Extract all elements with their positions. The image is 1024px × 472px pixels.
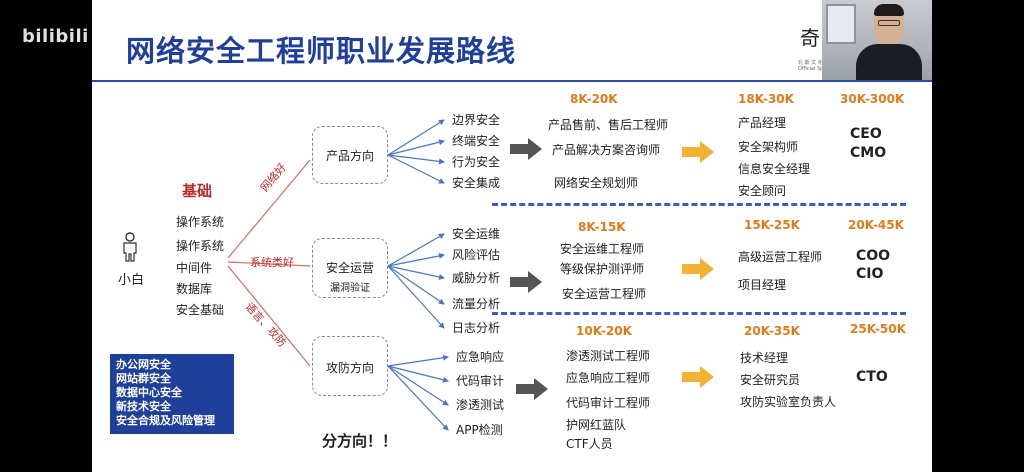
title-divider [92,80,932,82]
skill-item: 安全集成 [452,176,501,190]
branch-line-product [227,159,311,259]
branch-line-attack [227,265,311,367]
exec-salary: 25K-50K [850,322,906,336]
logo-subtitle-line-1: 北 斯 文 化 [798,60,823,66]
skill-item: 渗透测试 [456,398,505,412]
exec-role: CTO [856,369,888,385]
junior-role: CTF人员 [566,437,613,451]
senior-role: 技术经理 [740,351,789,365]
exec-role: COO [856,248,891,264]
senior-role: 攻防实验室负责人 [740,395,837,409]
skill-item: 应急响应 [456,350,505,364]
junior-role: 产品售前、售后工程师 [548,118,669,132]
dark-arrow-icon [510,138,542,160]
exec-salary: 20K-45K [848,218,904,232]
branch-label-system: 系统类好 [250,256,294,269]
base-item: 操作系统 [176,215,225,229]
skill-item: 风险评估 [452,248,501,262]
fan-attack [387,354,449,431]
senior-role: 安全架构师 [738,140,799,154]
fan-ops [387,233,445,329]
junior-role: 应急响应工程师 [566,371,651,385]
gold-arrow-icon [682,141,714,163]
domain-item: 办公网安全 [116,358,171,371]
senior-role: 产品经理 [738,116,787,130]
section-divider [492,312,906,315]
senior-role: 高级运营工程师 [738,250,823,264]
senior-salary: 18K-30K [738,92,794,106]
base-item: 中间件 [176,261,213,275]
junior-role: 等级保护测评师 [560,262,645,276]
conclusion-text: 分方向！！ [322,432,398,450]
start-label: 小白 [118,273,145,288]
junior-role: 安全运维工程师 [560,242,645,256]
skill-item: 边界安全 [452,113,501,127]
junior-role: 代码审计工程师 [566,396,651,410]
section-divider [492,203,906,206]
junior-role: 护网红蓝队 [566,418,627,432]
skill-item: 日志分析 [452,321,501,335]
junior-role: 产品解决方案咨询师 [552,143,661,157]
branch-line-ops [227,261,311,267]
domain-item: 网站群安全 [116,372,171,385]
junior-salary: 8K-20K [570,92,618,106]
junior-role: 网络安全规划师 [554,176,639,190]
skill-item: APP检测 [456,423,503,437]
senior-role: 信息安全经理 [738,162,811,176]
slide-title: 网络安全工程师职业发展路线 [126,34,517,68]
title-band: 网络安全工程师职业发展路线 奇 北 斯 文 化 Official Spons [92,0,932,80]
skill-item: 行为安全 [452,155,501,169]
senior-salary: 15K-25K [744,218,800,232]
senior-salary: 20K-35K [744,324,800,338]
person-icon [123,232,137,262]
fan-product [387,119,445,184]
logo-subtitle-line-2: Official Spons [798,66,833,72]
junior-salary: 8K-15K [578,220,626,234]
skill-item: 安全运维 [452,227,501,241]
watermark-brand: bilibili [22,26,89,47]
webcam-presenter-glasses [878,20,900,26]
direction-box-ops: 安全运营 漏洞验证 [312,238,388,298]
webcam-presenter-hair [874,4,904,16]
skill-item: 终端安全 [452,134,501,148]
junior-salary: 10K-20K [576,324,632,338]
direction-box-attack: 攻防方向 [312,336,388,396]
logo-subtitle: 北 斯 文 化 Official Spons [798,60,832,72]
direction-label: 产品方向 [325,149,374,163]
senior-role: 项目经理 [738,278,787,292]
skill-item: 流量分析 [452,297,501,311]
direction-box-product: 产品方向 [312,126,388,184]
senior-role: 安全研究员 [740,373,801,387]
gold-arrow-icon [682,258,714,280]
senior-role: 安全顾问 [738,184,787,198]
junior-role: 渗透测试工程师 [566,349,651,363]
gold-arrow-icon [682,366,714,388]
webcam-overlay [822,0,932,80]
dark-arrow-icon [516,378,548,400]
connector-lines [227,119,449,431]
direction-sublabel: 漏洞验证 [330,283,370,294]
skill-item: 威胁分析 [452,271,501,285]
webcam-presenter-body [856,44,922,80]
base-item: 操作系统 [176,239,225,253]
base-title: 基础 [182,182,213,200]
exec-role: CEO [850,126,882,142]
webcam-background-window [826,4,856,44]
direction-label: 安全运营 [325,261,374,275]
exec-role: CMO [850,145,887,161]
logo-text: 奇 [800,26,820,50]
domain-item: 新技术安全 [116,400,171,413]
slide: 网络安全工程师职业发展路线 奇 北 斯 文 化 Official Spons [92,0,932,472]
direction-label: 攻防方向 [325,361,374,375]
domain-item: 安全合规及风险管理 [116,414,215,427]
junior-role: 安全运营工程师 [562,287,647,301]
domain-item: 数据中心安全 [116,386,182,399]
security-domains-box: 办公网安全 网站群安全 数据中心安全 新技术安全 安全合规及风险管理 [110,354,234,434]
base-item: 安全基础 [176,303,225,317]
skill-item: 代码审计 [456,374,505,388]
exec-salary: 30K-300K [840,92,905,106]
exec-role: CIO [856,266,884,282]
base-item: 数据库 [176,282,213,296]
dark-arrow-icon [510,271,542,293]
